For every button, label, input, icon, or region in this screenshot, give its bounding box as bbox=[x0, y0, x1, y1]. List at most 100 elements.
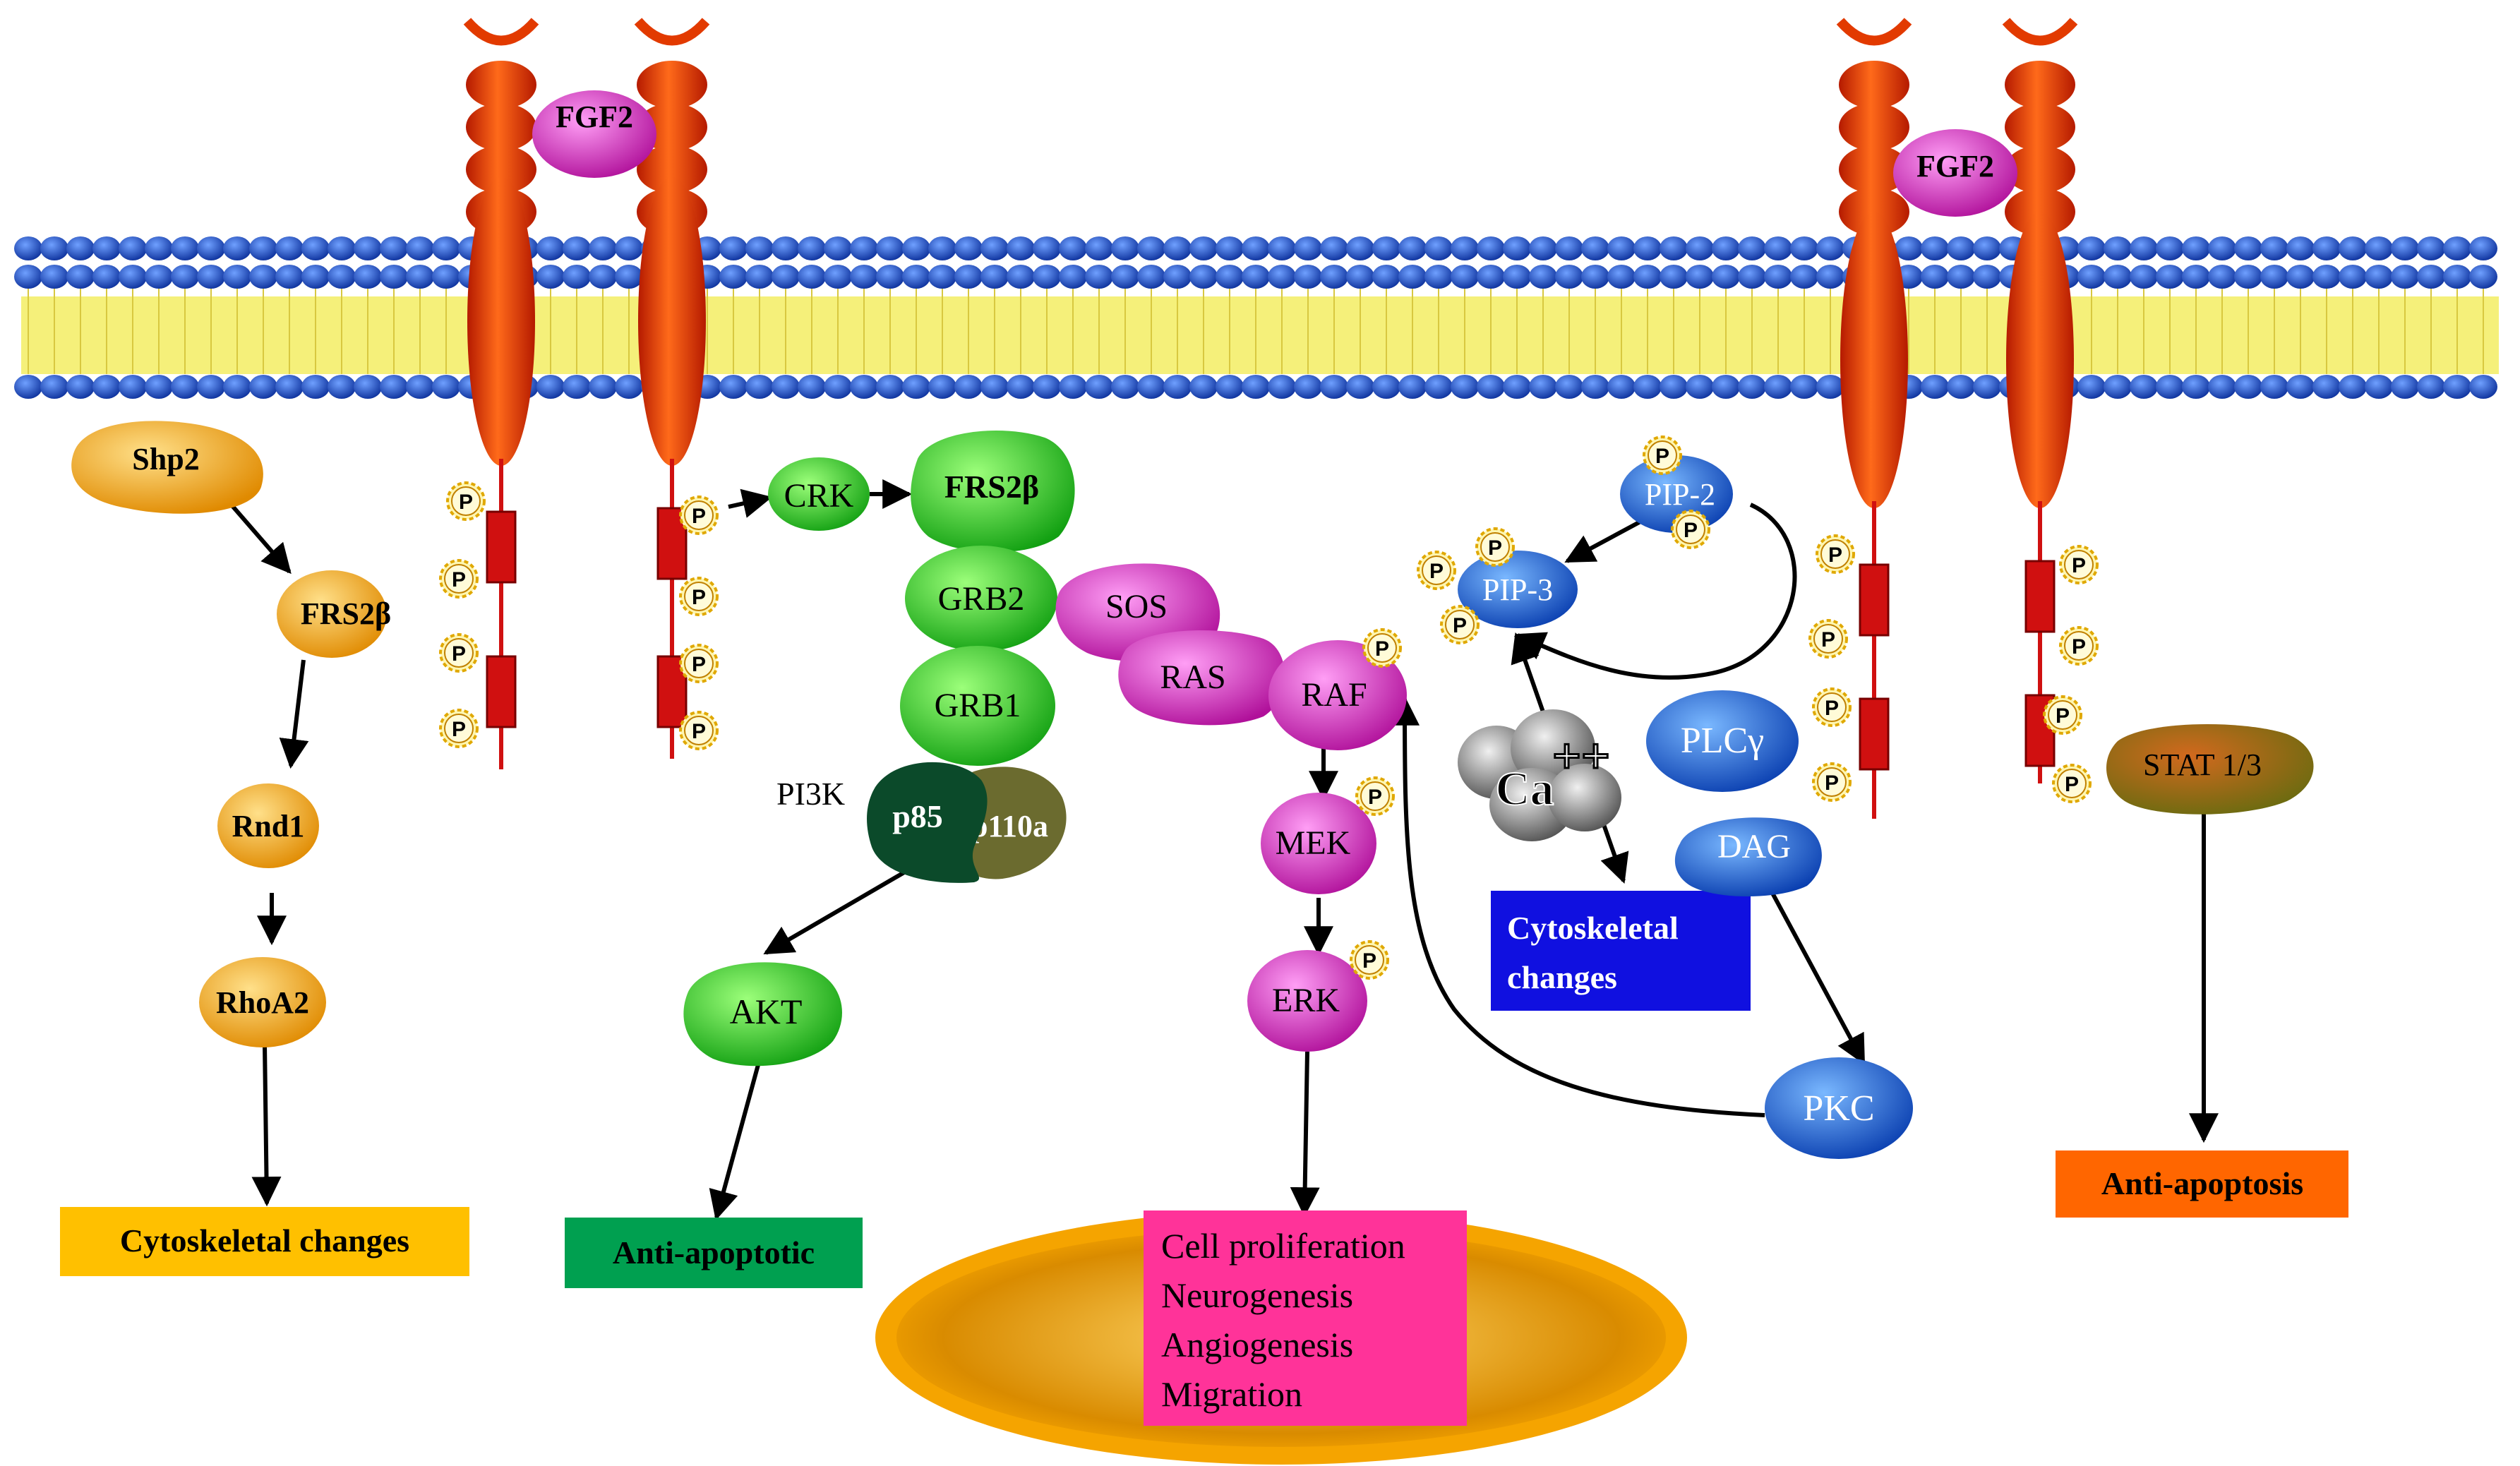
lipid-head bbox=[563, 236, 591, 260]
raf-label: RAF bbox=[1301, 676, 1367, 714]
grb1-label: GRB1 bbox=[935, 687, 1021, 724]
lipid-head bbox=[1712, 375, 1740, 399]
lipid-head bbox=[1712, 236, 1740, 260]
ca-sphere-4 bbox=[1548, 764, 1621, 831]
receptor-transmembrane bbox=[467, 176, 535, 466]
lipid-head bbox=[1816, 265, 1844, 289]
lipid-head bbox=[1660, 236, 1688, 260]
nucleus-outcome-4: Migration bbox=[1161, 1374, 1302, 1414]
lipid-head bbox=[2417, 265, 2445, 289]
arrow-erk-nucleus bbox=[1290, 1051, 1320, 1218]
receptor-ig-domain bbox=[1839, 61, 1909, 109]
lipid-head bbox=[589, 265, 617, 289]
lipid-head bbox=[354, 375, 382, 399]
rhoa2-label: RhoA2 bbox=[216, 985, 309, 1020]
lipid-head bbox=[1033, 375, 1061, 399]
lipid-head bbox=[2156, 236, 2184, 260]
lipid-head bbox=[1268, 265, 1296, 289]
lipid-head bbox=[328, 265, 356, 289]
lipid-head bbox=[1424, 265, 1453, 289]
pathway-arrows bbox=[227, 479, 2219, 1221]
lipid-head bbox=[40, 375, 68, 399]
phosphate-label: P bbox=[1368, 786, 1382, 809]
erk-protein bbox=[1247, 950, 1367, 1052]
lipid-head bbox=[1790, 236, 1818, 260]
lipid-head bbox=[92, 236, 121, 260]
phosphate-marker: P bbox=[1417, 551, 1456, 590]
lipid-head bbox=[954, 236, 983, 260]
lipid-head bbox=[1921, 265, 1949, 289]
lipid-head bbox=[1216, 375, 1244, 399]
lipid-tails bbox=[28, 282, 2484, 374]
kinase-domain bbox=[486, 510, 517, 584]
kinase-domain bbox=[1859, 563, 1890, 637]
mek-protein bbox=[1261, 793, 1376, 894]
lipid-head bbox=[1398, 375, 1427, 399]
lipid-head bbox=[1816, 236, 1844, 260]
lipid-head bbox=[406, 375, 434, 399]
arrow-rhoa2-cyto bbox=[251, 1044, 282, 1207]
lipid-head bbox=[2156, 375, 2184, 399]
lipid-head bbox=[301, 375, 330, 399]
phosphate-label: P bbox=[1488, 536, 1502, 560]
grb1-protein bbox=[900, 646, 1055, 766]
arrow-shp2-frs2b bbox=[227, 501, 292, 575]
lipid-head bbox=[1529, 375, 1557, 399]
phosphate-label: P bbox=[1821, 628, 1835, 651]
phosphate-label: P bbox=[692, 586, 706, 609]
rnd1-label: Rnd1 bbox=[232, 809, 305, 843]
anti-apoptotic-label: Anti-apoptotic bbox=[613, 1234, 815, 1270]
plcg-protein bbox=[1646, 690, 1799, 792]
lipid-head bbox=[1816, 375, 1844, 399]
crk-label: CRK bbox=[784, 477, 854, 515]
phosphate-label: P bbox=[692, 720, 706, 743]
lipid-head bbox=[328, 236, 356, 260]
lipid-head bbox=[223, 265, 251, 289]
lipid-head bbox=[850, 236, 878, 260]
lipid-head bbox=[536, 236, 565, 260]
frs2b-label-left: FRS2β bbox=[301, 596, 391, 631]
phosphate-label: P bbox=[1453, 614, 1467, 637]
lipid-head bbox=[1163, 265, 1192, 289]
lipid-head bbox=[2234, 375, 2262, 399]
pkc-label: PKC bbox=[1803, 1088, 1874, 1129]
receptor-ig-domain bbox=[466, 103, 536, 151]
lipid-head bbox=[2417, 375, 2445, 399]
lipid-head bbox=[2286, 375, 2315, 399]
lipid-head bbox=[432, 236, 460, 260]
lipid-head bbox=[824, 265, 852, 289]
lipid-head bbox=[824, 375, 852, 399]
phosphate-label: P bbox=[2072, 635, 2086, 659]
lipid-head bbox=[40, 265, 68, 289]
lipid-head bbox=[406, 236, 434, 260]
cyto-changes-line-1: Cytoskeletal bbox=[1507, 910, 1679, 946]
pi3k-branch: CRK FRS2β GRB2 GRB1 PI3K p110a p85 AKT A… bbox=[565, 431, 1075, 1288]
receptor-3 bbox=[1836, 18, 1912, 819]
lipid-head bbox=[1294, 375, 1322, 399]
lipid-head bbox=[1137, 236, 1165, 260]
lipid-head bbox=[249, 236, 277, 260]
lipid-head bbox=[1738, 375, 1766, 399]
p85-subunit bbox=[867, 762, 988, 883]
phosphate-marker: P bbox=[1350, 940, 1389, 980]
anti-apoptosis-label: Anti-apoptosis bbox=[2101, 1165, 2303, 1201]
lipid-head bbox=[1581, 236, 1609, 260]
dag-label: DAG bbox=[1717, 828, 1791, 865]
plcg-label: PLCγ bbox=[1681, 721, 1764, 761]
fgf2-label-left: FGF2 bbox=[556, 100, 633, 134]
lipid-head bbox=[902, 265, 930, 289]
arrow-p-crk bbox=[728, 488, 773, 518]
lipid-head bbox=[589, 375, 617, 399]
lipid-head bbox=[2077, 265, 2106, 289]
grb2-label: GRB2 bbox=[938, 580, 1025, 618]
lipid-head bbox=[1189, 236, 1218, 260]
lipid-head bbox=[1529, 265, 1557, 289]
lipid-head bbox=[1764, 375, 1792, 399]
kinase-domain bbox=[1859, 697, 1890, 771]
lipid-head bbox=[1007, 265, 1035, 289]
raf-protein bbox=[1268, 640, 1407, 750]
lipid-head bbox=[275, 375, 304, 399]
lipid-head bbox=[1607, 375, 1636, 399]
fgf2-label-right: FGF2 bbox=[1916, 149, 1994, 184]
